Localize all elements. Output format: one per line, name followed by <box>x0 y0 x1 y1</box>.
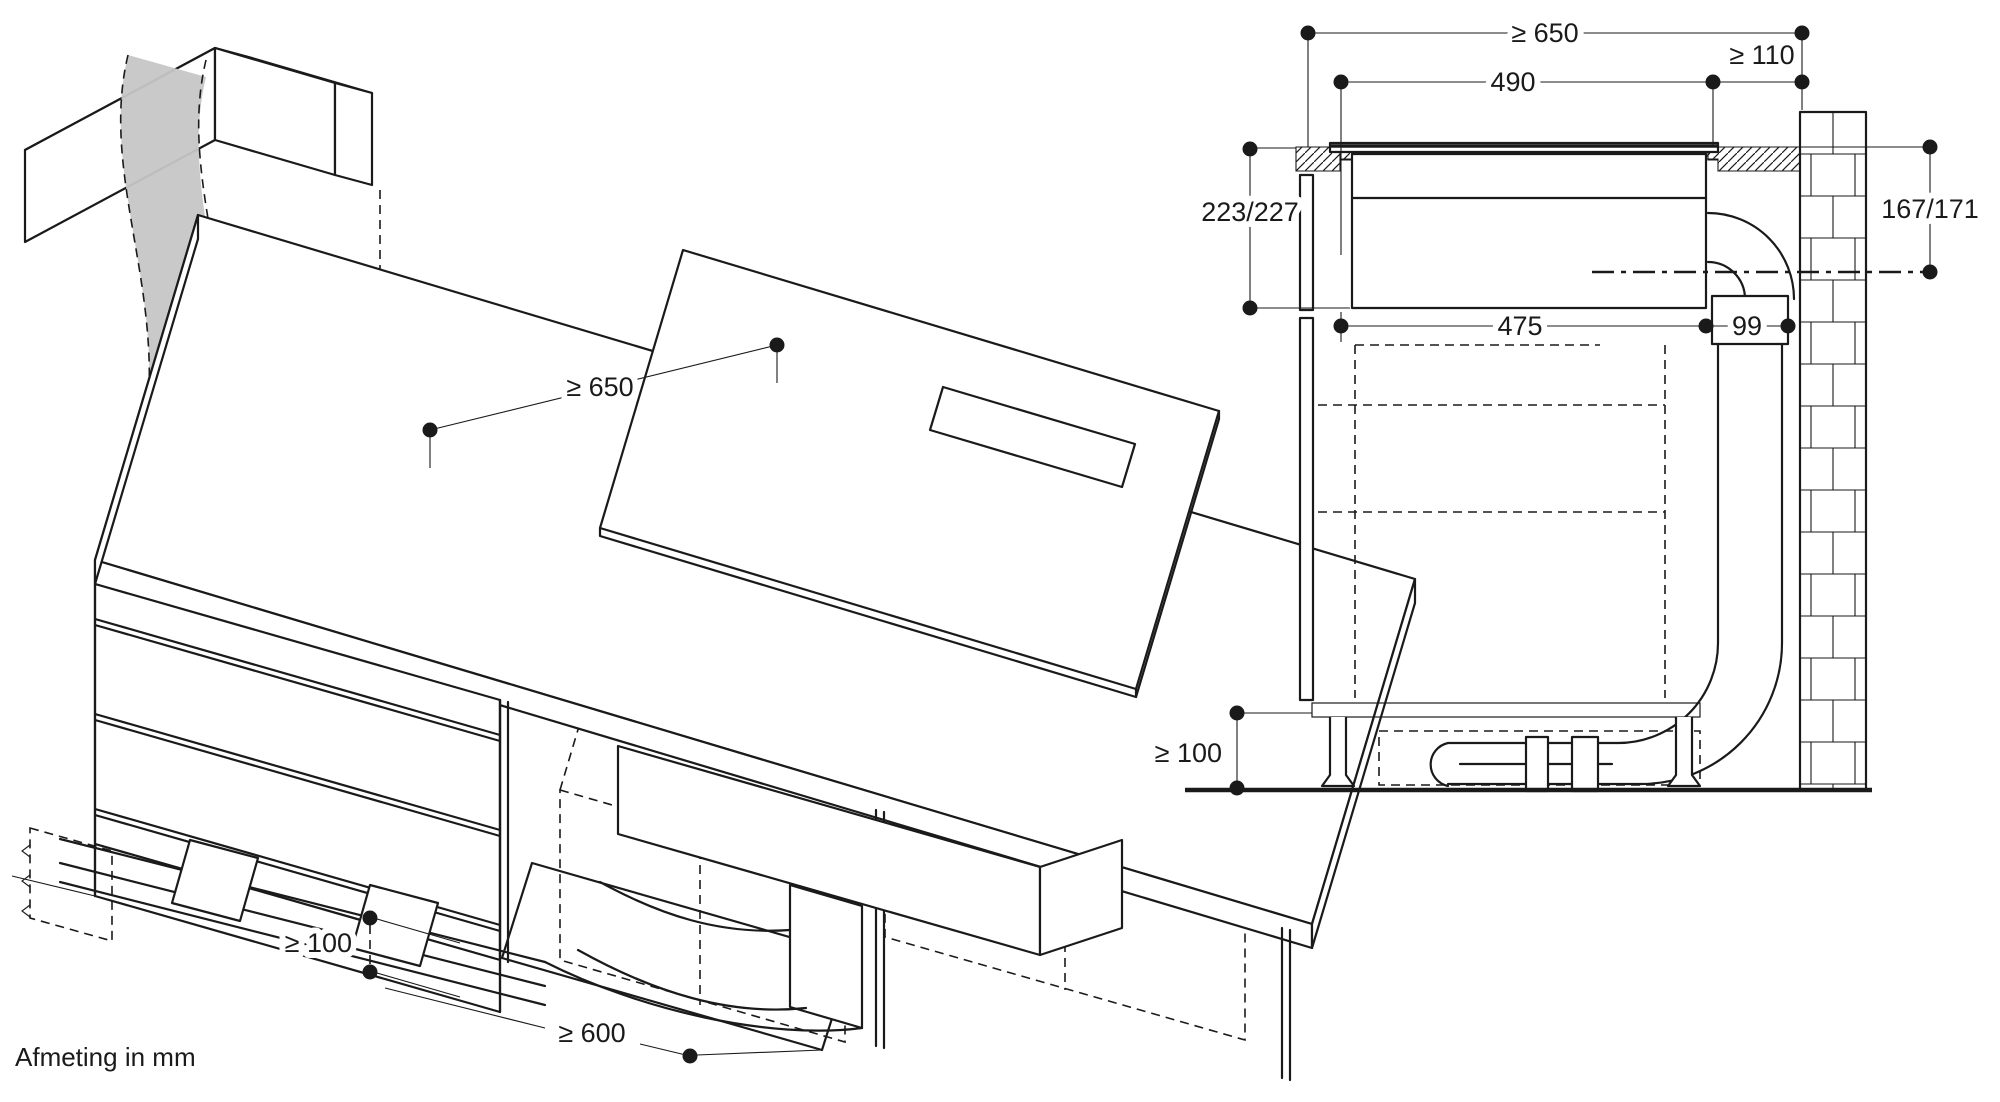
footnote: Afmeting in mm <box>15 1042 196 1072</box>
dim-600-iso-label: ≥ 600 <box>558 1018 625 1048</box>
iso-plinth-duct <box>58 837 547 1007</box>
section-plinth-duct <box>1429 735 1643 793</box>
dim-475-label: 475 <box>1497 311 1542 341</box>
dim-99-label: 99 <box>1732 311 1762 341</box>
section-plinth-collar <box>1570 735 1600 793</box>
iso-hob-glass <box>598 248 1221 699</box>
section-hob-body <box>1350 152 1708 310</box>
dim-223-227-label: 223/227 <box>1201 197 1299 227</box>
dim-490-label: 490 <box>1490 67 1535 97</box>
dim-223-227-section: 223/227 <box>1195 141 1350 316</box>
dim-650-section: ≥ 650 <box>1300 12 1810 147</box>
section-shelf-hatch <box>1311 702 1701 718</box>
iso-view: ≥ 650 ≥ 100 ≥ 600 <box>11 46 1417 1082</box>
dim-650-section-label: ≥ 650 <box>1511 18 1578 48</box>
section-duct-elbow-upper <box>1706 211 1796 346</box>
section-hob-glass <box>1328 141 1720 161</box>
section-worktop-hatch-right <box>1705 146 1801 172</box>
section-feet <box>1320 717 1702 788</box>
dim-100-iso-label: ≥ 100 <box>285 928 352 958</box>
dim-650-iso: ≥ 650 <box>422 337 785 468</box>
dim-167-171-section: 167/171 <box>1720 139 1985 280</box>
section-duct-vertical <box>1716 342 1784 645</box>
section-plinth-collar <box>1524 735 1550 793</box>
section-duct-collar <box>1710 294 1790 346</box>
iso-duct-collar <box>350 883 440 968</box>
iso-duct-collar <box>170 838 260 923</box>
dim-100-section: ≥ 100 <box>1149 705 1312 796</box>
section-brick-wall <box>1798 110 1868 792</box>
dim-650-iso-label: ≥ 650 <box>566 372 633 402</box>
iso-vent-slot <box>928 385 1137 489</box>
iso-hob-chassis <box>616 744 1124 957</box>
dim-110-label: ≥ 110 <box>1729 40 1794 70</box>
section-cabinet-panel <box>1298 173 1315 702</box>
dim-167-171-label: 167/171 <box>1881 194 1979 224</box>
section-view: ≥ 650 490 ≥ 110 223/227 167/171 <box>1149 12 1985 796</box>
iso-wall-opening-dashed <box>21 826 113 943</box>
dim-490-section: 490 ≥ 110 <box>1333 34 1810 255</box>
dim-100-iso: ≥ 100 <box>279 910 461 998</box>
dim-100-section-label: ≥ 100 <box>1155 738 1222 768</box>
iso-duct-elbow <box>543 880 864 1032</box>
dim-475-section: 475 99 <box>1333 305 1796 347</box>
dim-600-iso: ≥ 600 <box>384 987 823 1064</box>
